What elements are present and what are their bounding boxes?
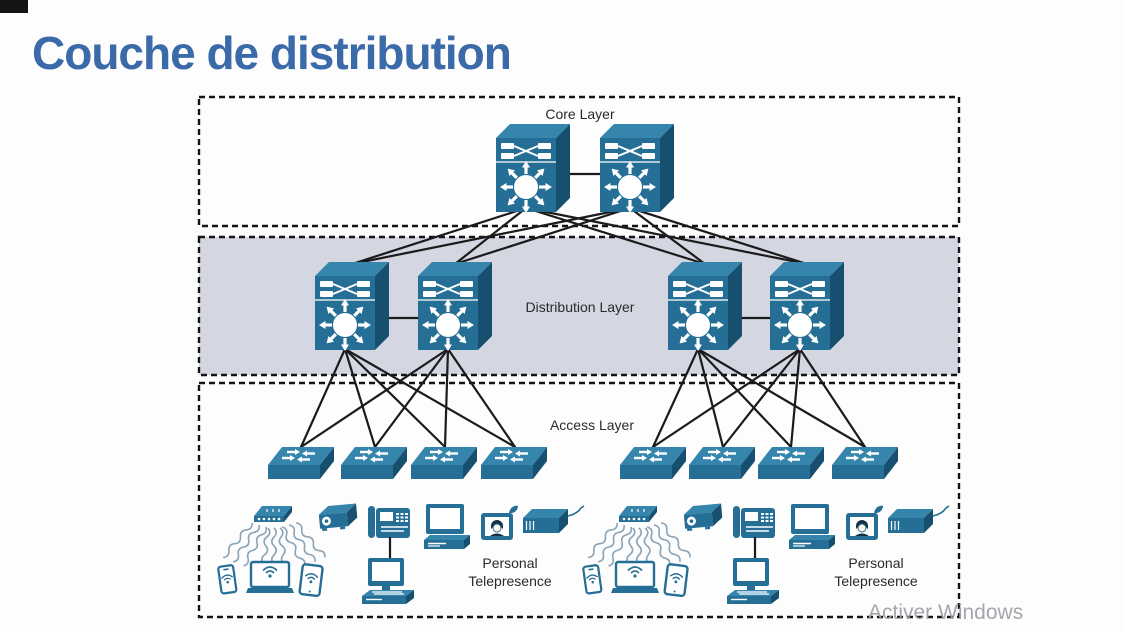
telepresence-label-left-line2: Telepresence (468, 573, 551, 589)
activate-windows-watermark: Activer Windows (868, 601, 1024, 624)
core-layer-box (197, 95, 961, 228)
core-switch-2 (600, 124, 674, 213)
telepresence-label-right-line2: Telepresence (834, 573, 917, 589)
distribution-switch-1 (315, 262, 389, 351)
core-switch-1 (496, 124, 570, 213)
access-switch-1 (268, 447, 334, 479)
telepresence-label-left-line1: Personal (482, 555, 537, 571)
access-switch-5 (620, 447, 686, 479)
distribution-layer-label: Distribution Layer (526, 299, 635, 315)
access-layer-label: Access Layer (550, 417, 634, 433)
access-switch-6 (689, 447, 755, 479)
access-switch-2 (341, 447, 407, 479)
access-switch-8 (832, 447, 898, 479)
distribution-layer-border (197, 235, 961, 377)
video-corner-mark (0, 0, 28, 13)
access-switch-7 (758, 447, 824, 479)
slide-title: Couche de distribution (32, 27, 512, 79)
access-layer-box (197, 381, 961, 619)
distribution-switch-3 (668, 262, 742, 351)
distribution-switch-2 (418, 262, 492, 351)
access-switch-3 (411, 447, 477, 479)
core-layer-label: Core Layer (545, 106, 615, 122)
access-switch-4 (481, 447, 547, 479)
telepresence-label-right-line1: Personal (848, 555, 903, 571)
distribution-switch-4 (770, 262, 844, 351)
connection-lines (299, 172, 867, 449)
